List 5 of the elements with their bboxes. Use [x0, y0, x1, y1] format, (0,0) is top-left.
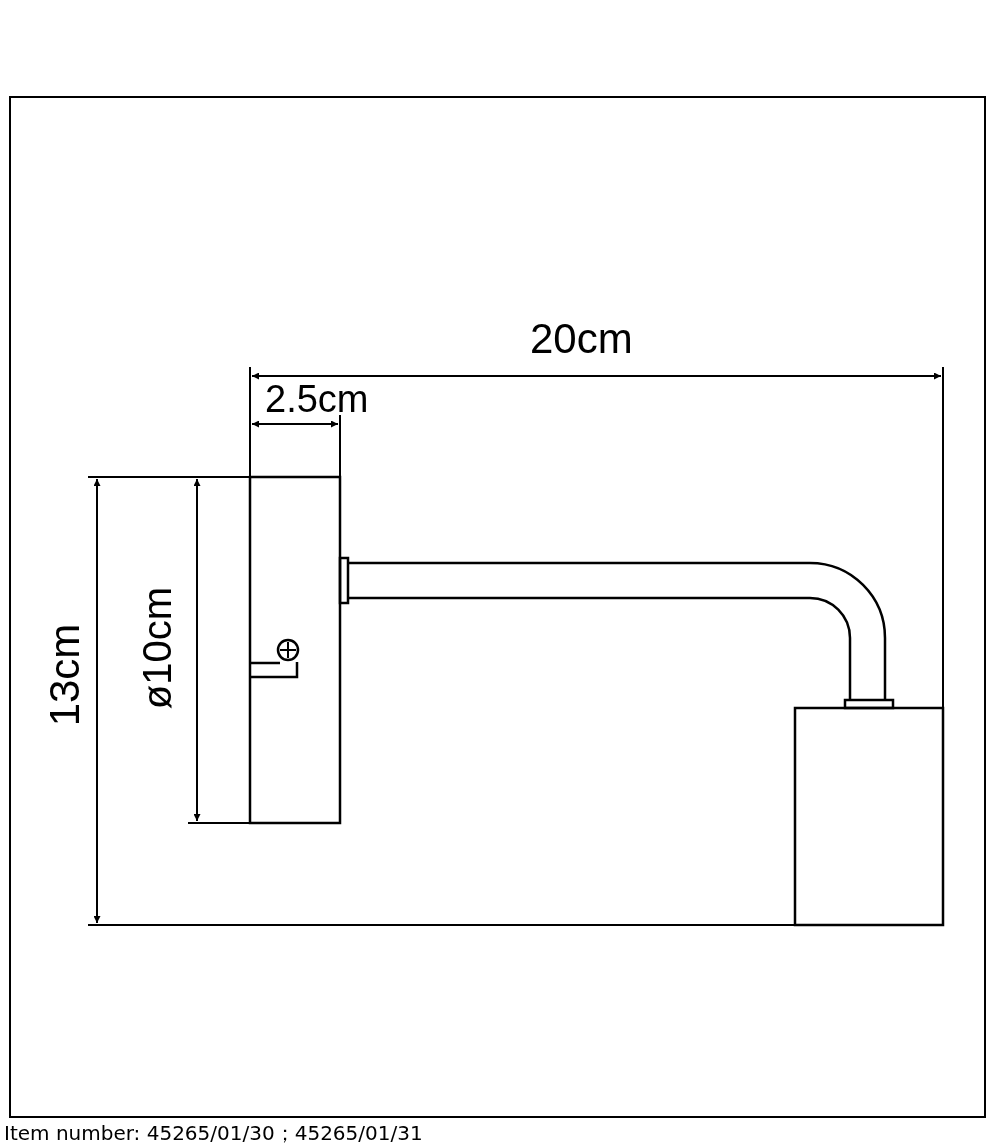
dimension-label: 13cm: [43, 623, 86, 727]
dimension-label: ø10cm: [137, 586, 178, 710]
dimension-label: 20cm: [530, 318, 633, 360]
item-number-text: Item number: 45265/01/30；45265/01/31: [4, 1123, 423, 1143]
dimension-label: 2.5cm: [265, 380, 369, 418]
